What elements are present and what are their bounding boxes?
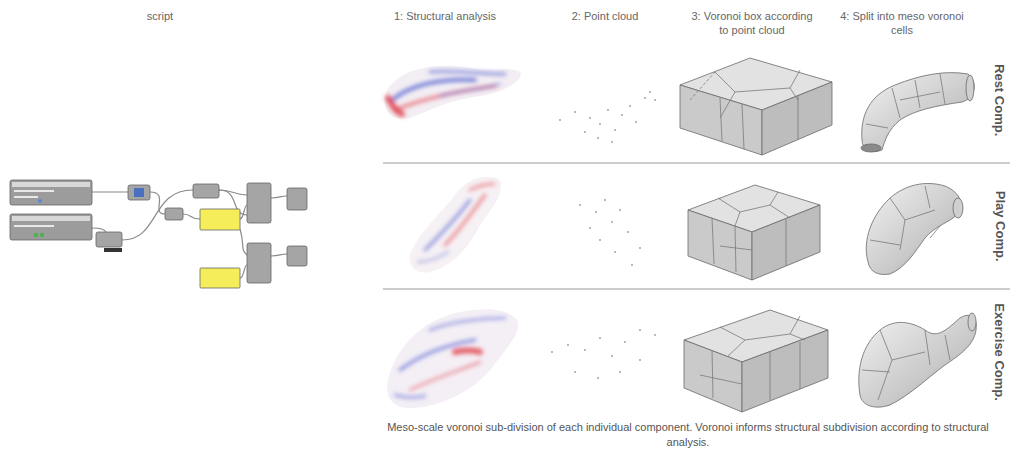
column-header: 2: Point cloud — [550, 10, 660, 24]
column-header: 1: Structural analysis — [370, 10, 520, 24]
row-label: Rest Comp. — [991, 64, 1007, 136]
row-label: Play Comp. — [991, 191, 1007, 262]
stress-map — [384, 66, 520, 408]
caption: Meso-scale voronoi sub-division of each … — [373, 420, 1003, 450]
column-header: 3: Voronoi box according to point cloud — [688, 10, 816, 38]
row-divider — [383, 289, 1010, 290]
column-header: 4: Split into meso voronoi cells — [837, 10, 967, 38]
script-components — [10, 180, 307, 288]
row-label: Exercise Comp. — [991, 303, 1007, 401]
point-cloud — [551, 91, 656, 379]
voronoi-box — [680, 58, 832, 412]
row-divider — [383, 163, 1010, 164]
column-header: script — [100, 10, 220, 24]
meso-cells — [859, 73, 976, 408]
